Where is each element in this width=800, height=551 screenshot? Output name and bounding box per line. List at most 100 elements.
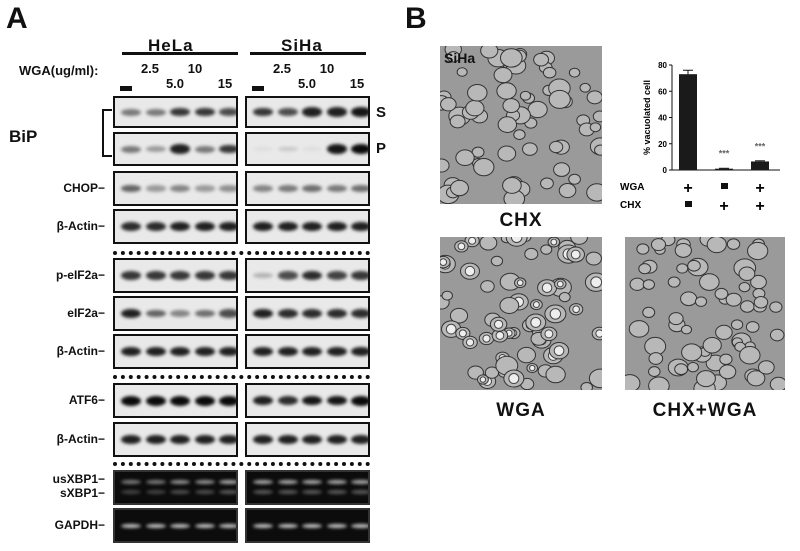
cell: [542, 66, 557, 79]
cell: [642, 279, 655, 290]
cell: [446, 51, 461, 63]
cell: [522, 142, 538, 156]
band: [326, 185, 347, 192]
band: [219, 480, 236, 484]
cell: [493, 66, 513, 84]
cell: [696, 370, 716, 388]
cell: [450, 179, 469, 197]
vacuole: [516, 279, 524, 287]
vacuole: [495, 331, 505, 340]
cell: [490, 255, 504, 267]
control-mark: [252, 86, 264, 91]
band: [194, 107, 215, 117]
band: [277, 107, 298, 117]
cell: [718, 364, 737, 380]
y-axis-label: % vacuolated cell: [642, 80, 652, 155]
band: [121, 480, 141, 484]
cell: [747, 241, 769, 261]
dose-value: 10: [319, 61, 335, 76]
vacuole: [532, 301, 540, 309]
band: [145, 523, 166, 528]
band: [351, 346, 368, 357]
band: [277, 395, 298, 406]
band: [326, 395, 347, 406]
band: [302, 480, 322, 484]
treatment-name: WGA: [620, 182, 644, 193]
cell: [638, 263, 652, 275]
band: [170, 523, 190, 528]
cell: [680, 324, 693, 335]
band: [253, 523, 273, 528]
blot-panel-siha: [245, 96, 370, 128]
blot-label: GAPDH−: [54, 518, 105, 532]
cell: [553, 162, 571, 177]
dose-value: 5.0: [165, 76, 185, 91]
cell: [540, 244, 553, 255]
siha-bar: [250, 52, 366, 55]
band: [253, 490, 273, 494]
blot-panel-hela: [113, 383, 238, 418]
cell: [628, 320, 650, 338]
band: [351, 480, 368, 484]
cell: [706, 237, 727, 254]
band: [145, 395, 166, 406]
cell: [738, 266, 756, 281]
cell: [642, 306, 656, 319]
cell: [499, 48, 523, 68]
cell: [480, 46, 499, 59]
vacuole: [550, 238, 558, 246]
blot-panel-hela: [113, 470, 238, 505]
band: [219, 107, 236, 117]
band: [145, 145, 166, 153]
band: [277, 146, 298, 152]
cell: [769, 301, 783, 313]
treatment-plus: +: [719, 198, 728, 215]
dose-value: 2.5: [140, 61, 160, 76]
cell: [480, 280, 495, 293]
blot-panel-siha: [245, 258, 370, 293]
band: [253, 480, 273, 484]
band: [145, 480, 166, 484]
band: [194, 346, 215, 357]
cell: [513, 129, 526, 140]
band: [121, 434, 141, 445]
cell: [648, 366, 661, 377]
band: [121, 523, 141, 528]
blot-label: β-Actin−: [56, 344, 105, 358]
cell-line-siha: SiHa: [281, 36, 323, 55]
band: [351, 490, 368, 494]
band: [145, 490, 166, 494]
cell: [668, 312, 684, 326]
y-tick-label: 40: [658, 114, 667, 123]
cell: [714, 287, 729, 300]
vacuole: [465, 338, 475, 347]
band: [170, 271, 190, 280]
band: [302, 107, 322, 117]
cell: [586, 90, 602, 105]
band: [219, 309, 236, 318]
band: [170, 395, 190, 406]
band: [326, 490, 347, 494]
cell: [726, 238, 741, 250]
blot-panel-siha: [245, 470, 370, 505]
treatment-minus: [721, 183, 728, 189]
significance-label: ***: [755, 141, 766, 151]
band: [145, 108, 166, 116]
cell: [516, 346, 536, 364]
band: [253, 185, 273, 192]
band: [145, 434, 166, 445]
cell: [585, 251, 602, 266]
cell: [440, 97, 457, 112]
cell: [687, 362, 700, 373]
cell: [580, 381, 593, 390]
band: [145, 346, 166, 357]
dose-value: 5.0: [297, 76, 317, 91]
band: [219, 346, 236, 357]
band: [277, 308, 298, 319]
divider: [113, 462, 370, 466]
vacuole: [458, 329, 467, 338]
divider: [113, 375, 370, 379]
blot-panel-hela: [113, 171, 238, 206]
blot-label: ATF6−: [68, 393, 105, 407]
